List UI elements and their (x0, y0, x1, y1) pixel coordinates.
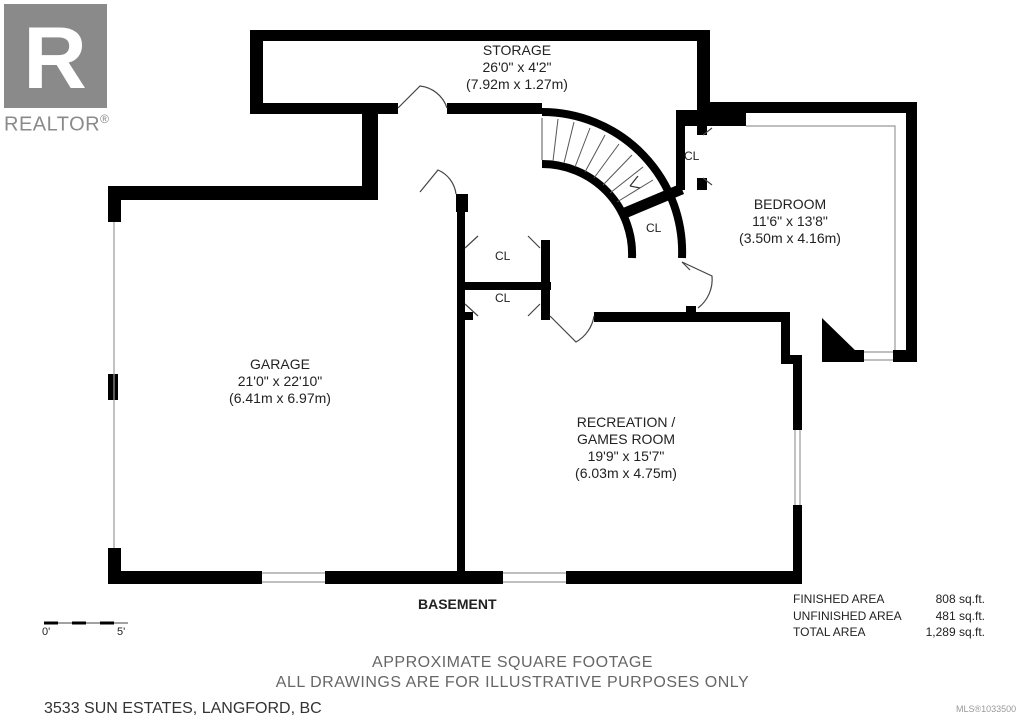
wall (793, 355, 802, 430)
wall (686, 306, 696, 316)
wall (566, 571, 802, 584)
room-name: BEDROOM (753, 196, 827, 212)
tread (609, 166, 644, 194)
property-address: 3533 SUN ESTATES, LANGFORD, BC (44, 700, 322, 717)
stair-outer-wall (541, 107, 687, 259)
tread (574, 127, 591, 168)
room-dimensions-metric: (3.50m x 4.16m) (739, 230, 841, 246)
tread (563, 121, 575, 164)
door-swing (464, 303, 541, 317)
realtor-wordmark-text: REALTOR (4, 113, 101, 136)
wall (447, 103, 542, 114)
wall (822, 318, 860, 355)
wall (465, 312, 473, 320)
tread (616, 179, 654, 203)
tread (584, 134, 606, 173)
wall (697, 30, 710, 114)
wall (108, 186, 378, 200)
closet-label: CL (495, 291, 511, 305)
room-label-garage: GARAGE 21'0" x 22'10" (6.41m x 6.97m) (205, 356, 355, 407)
wall (362, 103, 378, 193)
wall (676, 110, 685, 190)
walls (108, 30, 917, 584)
wall (793, 505, 802, 584)
wall (697, 102, 917, 113)
door-swing (681, 261, 691, 271)
floor-label: BASEMENT (418, 596, 497, 612)
area-label: TOTAL AREA (793, 625, 866, 639)
logo-letter: R (23, 8, 87, 107)
wall (697, 113, 707, 135)
wall (108, 571, 262, 584)
door-swing (549, 315, 595, 343)
room-dimensions-imperial: 26'0" x 4'2" (482, 59, 552, 75)
tread (602, 154, 633, 186)
room-dimensions-metric: (6.03m x 4.75m) (575, 465, 677, 481)
mls-number: MLS®1033500 (956, 704, 1017, 714)
closet-label: CL (684, 149, 700, 163)
door-swing (681, 261, 713, 309)
room-name: GARAGE (250, 356, 310, 372)
room-label-recreation: RECREATION / GAMES ROOM 19'9" x 15'7" (6… (546, 414, 706, 482)
bedroom-inner-line (746, 125, 896, 350)
room-dimensions-metric: (7.92m x 1.27m) (466, 76, 568, 92)
door-swing (397, 85, 448, 109)
area-value: 481 sq.ft. (935, 609, 985, 623)
wall (697, 178, 707, 190)
room-dimensions-imperial: 19'9" x 15'7" (587, 448, 665, 464)
room-name: RECREATION / (576, 414, 676, 430)
door-swing (464, 235, 541, 249)
wall (893, 350, 917, 362)
room-dimensions-imperial: 11'6" x 13'8" (752, 213, 828, 229)
area-row-unfinished: UNFINISHED AREA 481 sq.ft. (793, 609, 985, 623)
wall (465, 282, 551, 290)
wall (250, 30, 263, 114)
wall (108, 186, 121, 222)
area-value: 1,289 sq.ft. (925, 625, 985, 639)
stair-arrow (629, 175, 641, 189)
room-name: STORAGE (482, 42, 552, 58)
registered-mark: ® (100, 112, 110, 126)
tread (552, 118, 559, 162)
door-swing (702, 127, 713, 186)
room-label-storage: STORAGE 26'0" x 4'2" (7.92m x 1.27m) (412, 42, 622, 93)
windows (113, 125, 896, 583)
stair-walls (541, 107, 687, 259)
room-dimensions-metric: (6.41m x 6.97m) (229, 390, 331, 406)
stair-inner-wall (541, 159, 637, 259)
wall (457, 194, 465, 584)
disclaimer-line-2: ALL DRAWINGS ARE FOR ILLUSTRATIVE PURPOS… (275, 674, 750, 691)
wall (250, 30, 710, 41)
room-name-line2: GAMES ROOM (576, 431, 675, 447)
wall (250, 103, 398, 114)
room-label-bedroom: BEDROOM 11'6" x 13'8" (3.50m x 4.16m) (715, 196, 865, 247)
doors (397, 85, 713, 343)
wall (108, 374, 118, 400)
realtor-wordmark: REALTOR® (4, 112, 109, 137)
door-swing (419, 169, 457, 195)
area-value: 808 sq.ft. (935, 592, 985, 606)
wall (906, 102, 917, 362)
area-row-total: TOTAL AREA 1,289 sq.ft. (793, 625, 985, 639)
wall (781, 312, 790, 364)
room-dimensions-imperial: 21'0" x 22'10" (237, 373, 323, 389)
area-label: FINISHED AREA (793, 592, 885, 606)
realtor-r-icon: R (23, 8, 87, 107)
wall (541, 240, 550, 320)
scale-end-label: 5' (117, 626, 126, 638)
disclaimer-line-1: APPROXIMATE SQUARE FOOTAGE (372, 654, 653, 671)
tread (593, 143, 620, 179)
stair-treads (541, 118, 654, 203)
scale-start-label: 0' (42, 626, 51, 638)
area-label: UNFINISHED AREA (793, 609, 902, 623)
closet-label: CL (495, 249, 511, 263)
area-row-finished: FINISHED AREA 808 sq.ft. (793, 592, 985, 606)
wall (325, 571, 503, 584)
wall (594, 312, 790, 322)
realtor-logo: R (4, 4, 107, 108)
wall (676, 110, 746, 126)
closet-label: CL (646, 221, 662, 235)
